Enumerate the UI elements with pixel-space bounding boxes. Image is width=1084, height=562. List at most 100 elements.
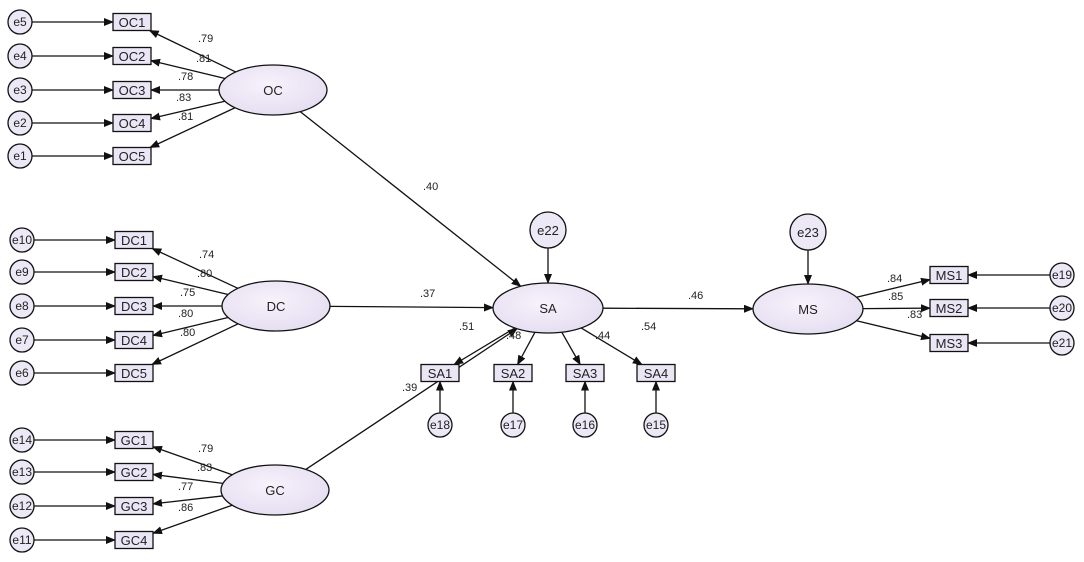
indicator-label: SA2 bbox=[501, 366, 526, 381]
error-e4: e4 bbox=[7, 43, 33, 69]
loading-arrow-ms3 bbox=[856, 320, 931, 341]
indicator-sa2: SA2 bbox=[493, 363, 533, 383]
error-label: e17 bbox=[503, 418, 523, 432]
indicator-label: OC5 bbox=[119, 149, 146, 164]
latent-label: SA bbox=[539, 301, 557, 316]
error-label: e20 bbox=[1052, 301, 1072, 315]
indicator-gc1: GC1 bbox=[114, 430, 154, 450]
disturbance-circle bbox=[789, 213, 827, 251]
indicator-box bbox=[929, 265, 969, 285]
error-e11: e11 bbox=[9, 527, 35, 553]
loading-ms2: .85 bbox=[888, 291, 903, 303]
error-circle bbox=[500, 412, 526, 438]
loading-oc1: .79 bbox=[198, 33, 213, 45]
latent-label: DC bbox=[267, 299, 286, 314]
loading-arrow-sa1 bbox=[453, 327, 516, 366]
latent-label: GC bbox=[265, 483, 285, 498]
indicator-box bbox=[114, 330, 154, 350]
error-e1: e1 bbox=[7, 143, 33, 169]
loading-ms3: .83 bbox=[907, 309, 922, 321]
indicator-label: SA1 bbox=[428, 366, 453, 381]
error-e15: e15 bbox=[643, 412, 669, 438]
loading-dc4: .80 bbox=[178, 308, 193, 320]
latent-ellipse bbox=[752, 283, 864, 335]
error-label: e4 bbox=[13, 49, 27, 63]
loading-sa1: .51 bbox=[459, 321, 474, 333]
loading-dc1: .74 bbox=[199, 249, 214, 261]
loading-arrow-dc1 bbox=[151, 247, 239, 289]
indicator-ms1: MS1 bbox=[929, 265, 969, 285]
indicator-gc2: GC2 bbox=[114, 462, 154, 482]
indicator-label: GC1 bbox=[121, 433, 148, 448]
error-e19: e19 bbox=[1049, 262, 1075, 288]
indicator-label: SA4 bbox=[644, 366, 669, 381]
error-e10: e10 bbox=[9, 227, 35, 253]
indicator-label: MS3 bbox=[936, 336, 963, 351]
loading-arrow-sa3 bbox=[561, 331, 581, 366]
error-e12: e12 bbox=[9, 493, 35, 519]
indicator-dc1: DC1 bbox=[114, 230, 154, 250]
error-circle bbox=[9, 459, 35, 485]
indicator-label: GC3 bbox=[121, 499, 148, 514]
error-circle bbox=[9, 493, 35, 519]
error-e8: e8 bbox=[9, 293, 35, 319]
latent-oc: OC bbox=[218, 64, 328, 116]
error-e3: e3 bbox=[7, 77, 33, 103]
indicator-dc4: DC4 bbox=[114, 330, 154, 350]
latent-gc: GC bbox=[220, 464, 330, 516]
error-circle bbox=[572, 412, 598, 438]
latent-ellipse bbox=[218, 64, 328, 116]
indicator-box bbox=[114, 496, 154, 516]
error-label: e12 bbox=[12, 499, 32, 513]
loading-gc3: .77 bbox=[178, 481, 193, 493]
indicator-oc3: OC3 bbox=[112, 80, 152, 100]
disturbance-label: e22 bbox=[537, 223, 559, 238]
indicator-label: OC3 bbox=[119, 83, 146, 98]
indicator-box bbox=[112, 146, 152, 166]
loading-dc5: .80 bbox=[180, 327, 195, 339]
loading-arrow-gc2 bbox=[152, 471, 224, 484]
latent-ellipse bbox=[220, 464, 330, 516]
error-e9: e9 bbox=[9, 259, 35, 285]
error-e18: e18 bbox=[427, 412, 453, 438]
error-label: e10 bbox=[12, 233, 32, 247]
loading-gc4: .86 bbox=[178, 502, 193, 514]
error-circle bbox=[7, 77, 33, 103]
path-oc-sa bbox=[299, 111, 522, 287]
indicator-label: GC2 bbox=[121, 465, 148, 480]
indicator-sa3: SA3 bbox=[565, 363, 605, 383]
indicator-oc5: OC5 bbox=[112, 146, 152, 166]
indicator-box bbox=[114, 262, 154, 282]
error-e17: e17 bbox=[500, 412, 526, 438]
loading-sa2: .48 bbox=[506, 330, 521, 342]
error-label: e16 bbox=[575, 418, 595, 432]
coefficient-labels-layer: .79.81.78.83.81.74.80.75.80.80.79.83.77.… bbox=[176, 33, 922, 514]
indicator-label: DC3 bbox=[121, 299, 147, 314]
error-e6: e6 bbox=[9, 360, 35, 386]
coef-gc-sa: .39 bbox=[402, 382, 417, 394]
loading-arrow-dc5 bbox=[151, 323, 239, 366]
indicator-box bbox=[114, 430, 154, 450]
indicator-label: OC4 bbox=[119, 116, 146, 131]
error-label: e18 bbox=[430, 418, 450, 432]
indicator-label: MS1 bbox=[936, 268, 963, 283]
error-circle bbox=[1049, 330, 1075, 356]
indicator-label: OC1 bbox=[119, 15, 146, 30]
path-sa-ms bbox=[602, 304, 755, 313]
indicator-oc1: OC1 bbox=[112, 12, 152, 32]
indicator-box bbox=[112, 80, 152, 100]
error-label: e5 bbox=[13, 15, 27, 29]
path-dc-sa bbox=[329, 303, 495, 312]
loading-oc3: .78 bbox=[178, 71, 193, 83]
error-circle bbox=[9, 227, 35, 253]
loading-arrow-gc1 bbox=[152, 445, 233, 476]
indicator-oc2: OC2 bbox=[112, 46, 152, 66]
indicator-box bbox=[493, 363, 533, 383]
indicator-box bbox=[636, 363, 676, 383]
error-label: e19 bbox=[1052, 268, 1072, 282]
error-label: e1 bbox=[13, 149, 27, 163]
indicator-box bbox=[114, 296, 154, 316]
indicator-label: DC1 bbox=[121, 233, 147, 248]
error-e13: e13 bbox=[9, 459, 35, 485]
